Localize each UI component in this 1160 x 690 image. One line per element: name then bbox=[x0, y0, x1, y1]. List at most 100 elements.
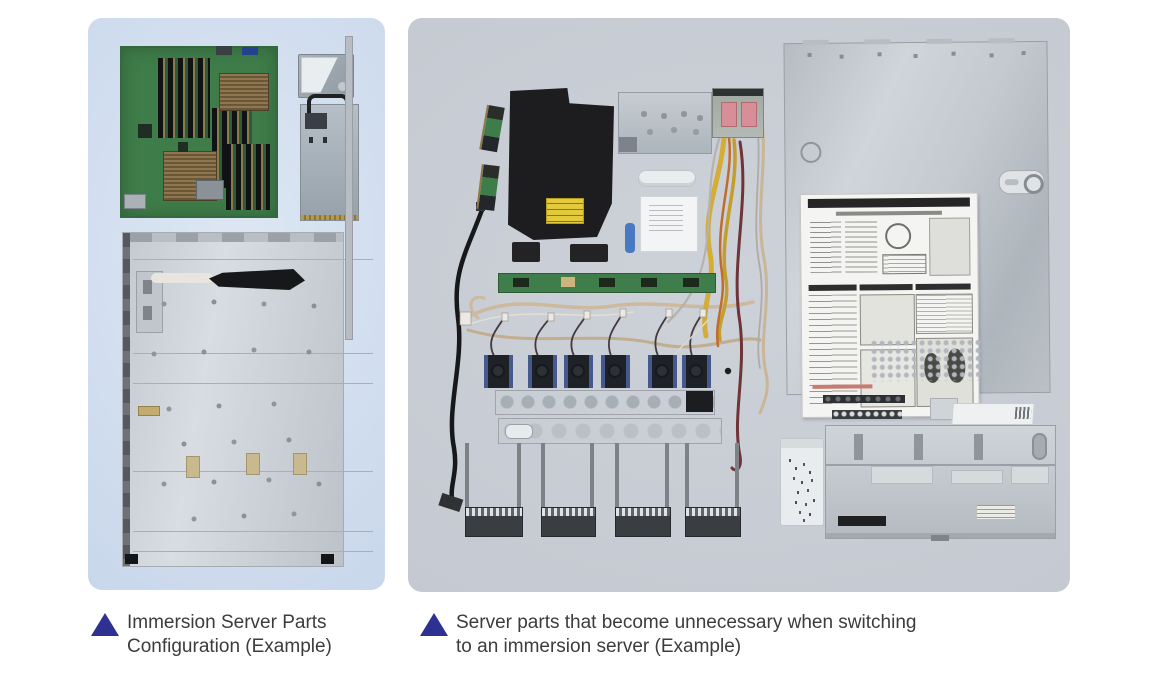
latch-grip bbox=[1014, 407, 1032, 419]
drive-tray-blank bbox=[465, 443, 523, 537]
chassis-foot bbox=[125, 554, 138, 564]
triangle-marker-icon bbox=[91, 613, 119, 636]
label-table bbox=[916, 293, 973, 334]
left-caption-line1: Immersion Server Parts bbox=[127, 612, 327, 633]
psu-vent bbox=[305, 113, 327, 129]
right-caption-line2: to an immersion server (Example) bbox=[456, 636, 742, 657]
tray-vent bbox=[686, 508, 740, 516]
tray-base bbox=[465, 507, 523, 537]
tray-base bbox=[685, 507, 741, 537]
tray-rail bbox=[465, 443, 469, 511]
drive-tray-blank bbox=[541, 443, 596, 537]
cover-screw-hole bbox=[800, 141, 822, 164]
cooling-fan bbox=[648, 355, 677, 388]
tray-vent bbox=[542, 508, 595, 516]
chassis-rail bbox=[345, 36, 353, 340]
label-section-bar bbox=[915, 283, 971, 290]
backplane-chip bbox=[641, 278, 657, 287]
tray-base bbox=[615, 507, 671, 537]
board-connector bbox=[124, 194, 146, 209]
label-section-bar bbox=[808, 284, 857, 291]
chassis-screws bbox=[123, 233, 125, 235]
chassis-seam bbox=[133, 531, 373, 532]
left-caption-line2: Configuration (Example) bbox=[127, 636, 332, 657]
chassis-plug bbox=[138, 406, 160, 416]
chassis-rail bbox=[123, 233, 130, 566]
label-text-column bbox=[845, 220, 878, 273]
label-table bbox=[882, 253, 927, 274]
dimm-slots-group bbox=[226, 144, 270, 210]
label-diagram-circle bbox=[885, 222, 912, 250]
panel-oval-hole bbox=[1032, 433, 1047, 460]
screw-bag bbox=[780, 438, 824, 526]
label-subheader bbox=[836, 210, 942, 216]
triangle-marker-icon bbox=[420, 613, 448, 636]
screws bbox=[789, 459, 791, 462]
latch-bracket bbox=[930, 398, 1035, 425]
tray-rail bbox=[685, 443, 689, 511]
tray-rail bbox=[517, 443, 521, 511]
cpu-heatsink bbox=[220, 74, 268, 110]
led-light-pipe bbox=[823, 395, 905, 403]
cooling-fan bbox=[601, 355, 630, 388]
vga-port bbox=[242, 47, 258, 55]
psu-led bbox=[309, 137, 313, 143]
cpu-socket bbox=[196, 180, 224, 200]
drive-tray-blank bbox=[685, 443, 741, 537]
cover-red-strip bbox=[812, 384, 873, 389]
document-text-lines bbox=[649, 205, 683, 235]
io-ports bbox=[216, 46, 232, 55]
chipset bbox=[178, 142, 188, 152]
warning-label bbox=[546, 198, 584, 224]
panel-foot bbox=[931, 535, 949, 541]
chassis-seam bbox=[133, 383, 373, 384]
panel-label bbox=[976, 504, 1016, 520]
cable-clip bbox=[293, 453, 307, 475]
bracket-holes bbox=[633, 105, 635, 107]
cooling-fan bbox=[484, 355, 513, 388]
label-header-bar bbox=[807, 197, 970, 209]
pdb-edge bbox=[713, 89, 763, 96]
unnecessary-parts-photo-panel bbox=[408, 18, 1070, 592]
server-chassis bbox=[122, 232, 373, 567]
cable-clip bbox=[186, 456, 200, 478]
latch-ring bbox=[1023, 173, 1044, 195]
latch-slot bbox=[1004, 179, 1019, 186]
backplane-chip bbox=[599, 278, 615, 287]
bracket-foot bbox=[619, 137, 637, 152]
cooling-fan bbox=[682, 355, 711, 388]
chassis-seam bbox=[133, 353, 373, 354]
cable-clip bbox=[246, 453, 260, 475]
panel-slot bbox=[914, 434, 923, 460]
panel-tab bbox=[1011, 466, 1049, 484]
panel-ridge bbox=[826, 464, 1055, 466]
backplane-chip bbox=[513, 278, 529, 287]
panel-slot bbox=[974, 434, 983, 460]
panel-tab bbox=[871, 466, 933, 484]
cover-latch bbox=[998, 169, 1045, 195]
motherboard bbox=[120, 46, 278, 218]
backplane-chip bbox=[561, 277, 575, 287]
tray-vent bbox=[466, 508, 522, 516]
cover-tabs bbox=[802, 37, 1033, 45]
fan-cage-strip bbox=[495, 390, 715, 415]
blue-tool bbox=[625, 223, 635, 253]
power-connector bbox=[741, 102, 757, 127]
plastic-handle bbox=[638, 170, 696, 187]
dimm-slots-group bbox=[158, 58, 210, 138]
psu-handle bbox=[307, 94, 349, 113]
front-panel-assembly bbox=[825, 425, 1056, 541]
tray-rail bbox=[615, 443, 619, 511]
tray-rail bbox=[665, 443, 669, 511]
power-connector bbox=[721, 102, 737, 127]
chassis-flange bbox=[130, 233, 343, 242]
power-distribution-board bbox=[712, 88, 764, 138]
bracket-slot bbox=[143, 306, 152, 320]
top-cover bbox=[783, 37, 1051, 419]
tray-rail bbox=[590, 443, 594, 511]
label-text-column bbox=[808, 294, 858, 406]
fan-cage-end-cap bbox=[686, 391, 713, 412]
label-diagram bbox=[929, 217, 971, 276]
cooling-fan bbox=[564, 355, 593, 388]
label-text-column bbox=[809, 221, 842, 273]
